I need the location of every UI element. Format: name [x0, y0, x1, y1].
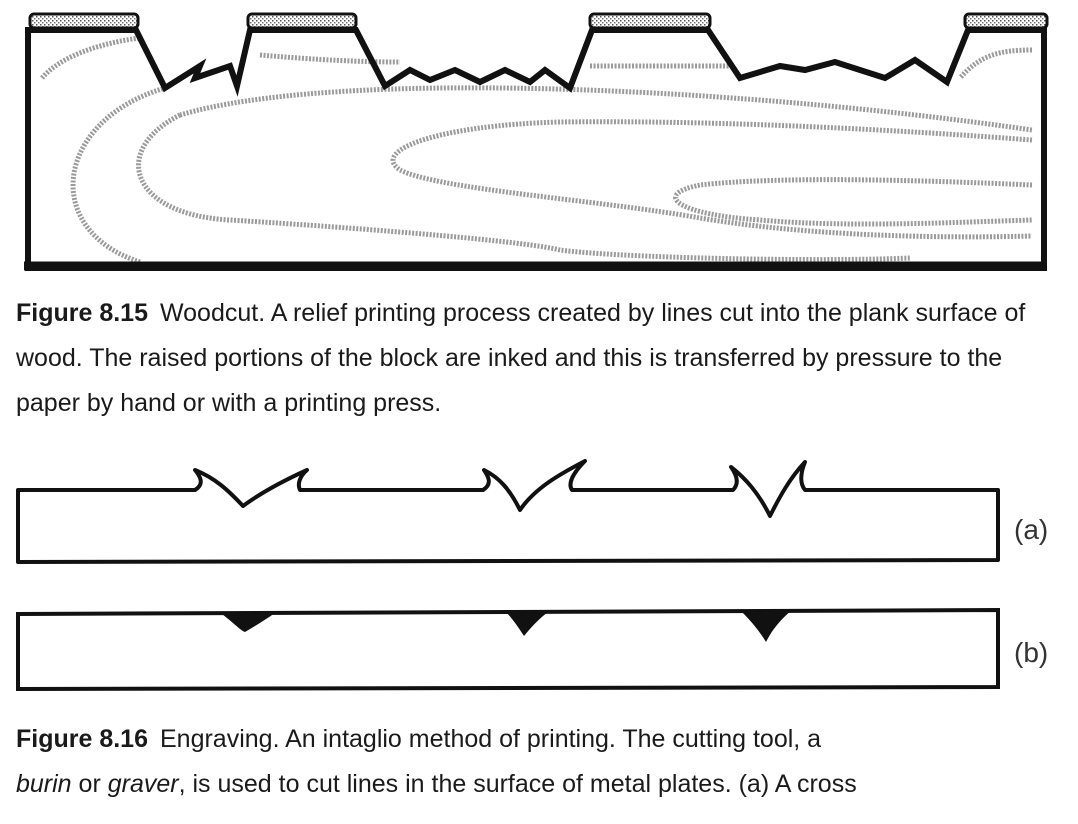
- caption-text: Woodcut. A relief printing process creat…: [16, 299, 1026, 417]
- panel-label-b: (b): [1014, 637, 1048, 668]
- figure-number: Figure 8.16: [16, 725, 148, 753]
- ink-filled-groove: [742, 610, 792, 642]
- woodcut-block-outline: [25, 27, 1047, 271]
- figure-8-16-caption: Figure 8.16 Engraving. An intaglio method…: [16, 717, 1066, 807]
- term-graver: graver: [107, 770, 179, 798]
- caption-text: Engraving. An intaglio method of printin…: [160, 725, 822, 753]
- figure-number: Figure 8.15: [16, 299, 148, 327]
- engraving-plate-illustration: (a) (b): [16, 459, 1048, 692]
- incised-lines: [222, 610, 792, 642]
- wood-grain-lines: [40, 35, 1033, 265]
- term-burin: burin: [16, 770, 72, 798]
- ink-layers: [28, 12, 1049, 30]
- ink-layer: [963, 12, 1049, 30]
- caption-text: or: [71, 770, 108, 798]
- ink-layer: [28, 12, 140, 30]
- ink-layer: [246, 12, 358, 30]
- panel-label-a: (a): [1014, 514, 1048, 545]
- woodcut-block-illustration: [24, 12, 1049, 271]
- ink-layer: [588, 12, 712, 30]
- ink-filled-groove: [222, 613, 275, 632]
- engraving-plate-a: [16, 459, 1000, 564]
- engraving-plate-b: [16, 607, 1000, 692]
- caption-text: , is used to cut lines in the surface of…: [178, 770, 857, 798]
- ink-filled-groove: [507, 612, 548, 636]
